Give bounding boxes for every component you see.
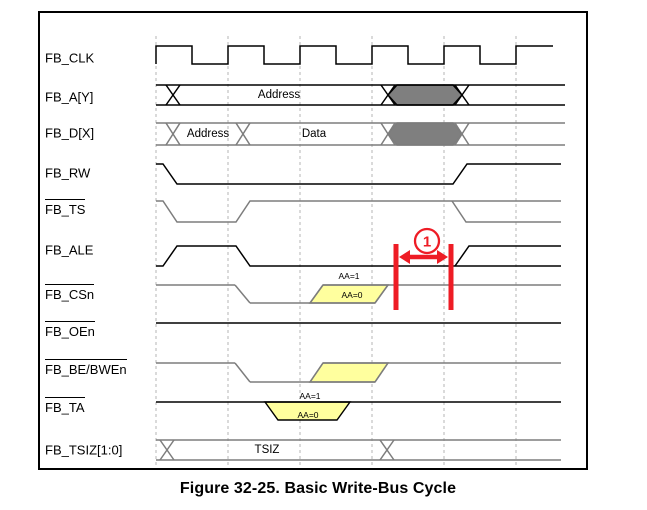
annotation-number: 1 bbox=[422, 233, 432, 250]
figure-caption: Figure 32-25. Basic Write-Bus Cycle bbox=[179, 480, 457, 497]
signal-label-fb-ta: FB_TA bbox=[45, 397, 85, 415]
signal-label-text: FB_ALE bbox=[45, 242, 94, 258]
signal-label-text: FB_OEn bbox=[45, 321, 95, 339]
aa-mode-label: AA=0 bbox=[297, 410, 319, 420]
signal-label-fb-a-y-: FB_A[Y] bbox=[45, 90, 93, 105]
signal-label-text: FB_TA bbox=[45, 397, 85, 415]
signal-label-text: FB_A[Y] bbox=[45, 89, 94, 105]
signal-label-fb-d-x-: FB_D[X] bbox=[45, 126, 94, 141]
signal-label-text: FB_TSIZ[1:0] bbox=[45, 442, 123, 458]
signal-label-text: FB_CSn bbox=[45, 284, 95, 302]
signal-label-text: FB_TS bbox=[45, 199, 86, 217]
bus-value-label: Data bbox=[301, 128, 327, 140]
signal-label-fb-csn: FB_CSn bbox=[45, 284, 95, 302]
signal-label-text: FB_RW bbox=[45, 165, 91, 181]
signal-label-fb-clk: FB_CLK bbox=[45, 51, 94, 66]
bus-value-label: TSIZ bbox=[254, 444, 280, 456]
aa-mode-label: AA=1 bbox=[338, 271, 360, 281]
signal-label-fb-ale: FB_ALE bbox=[45, 243, 93, 258]
signal-label-fb-tsiz-1-0-: FB_TSIZ[1:0] bbox=[45, 443, 122, 458]
signal-label-fb-be-bwen: FB_BE/BWEn bbox=[45, 359, 127, 377]
bus-value-label: Address bbox=[186, 128, 230, 140]
bus-value-label: Address bbox=[257, 89, 301, 101]
signal-label-fb-oen: FB_OEn bbox=[45, 321, 95, 339]
signal-label-text: FB_D[X] bbox=[45, 125, 95, 141]
aa-mode-label: AA=0 bbox=[341, 290, 363, 300]
signal-label-text: FB_BE/BWEn bbox=[45, 359, 127, 377]
signal-label-fb-ts: FB_TS bbox=[45, 199, 86, 217]
aa-mode-label: AA=1 bbox=[299, 391, 321, 401]
signal-label-fb-rw: FB_RW bbox=[45, 166, 90, 181]
signal-label-text: FB_CLK bbox=[45, 50, 95, 66]
